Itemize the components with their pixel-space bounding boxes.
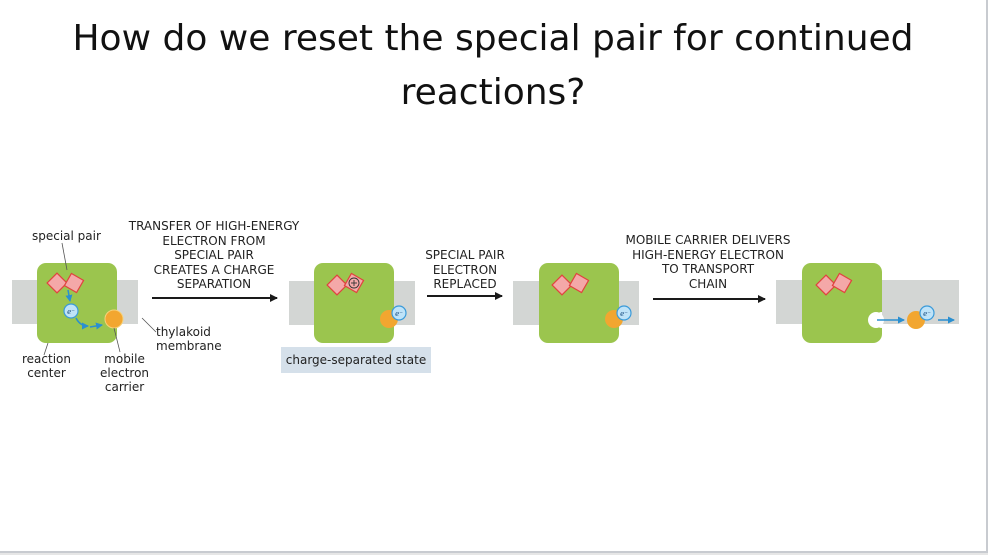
label-text: special pair bbox=[32, 229, 101, 243]
mobile-carrier-icon bbox=[104, 309, 124, 329]
label-reaction-center: reaction center bbox=[22, 352, 71, 380]
label-text: membrane bbox=[156, 339, 222, 353]
leader-mobile-carrier bbox=[113, 327, 121, 353]
electron-icon: e⁻ bbox=[919, 305, 935, 321]
caption-line: TRANSFER OF HIGH-ENERGY bbox=[128, 219, 300, 233]
step-1-caption: TRANSFER OF HIGH-ENERGY ELECTRON FROM SP… bbox=[125, 219, 303, 292]
panel-4-electron-delivered: e⁻ bbox=[776, 263, 959, 343]
electron-icon: e⁻ bbox=[616, 305, 632, 321]
title-line-2: reactions? bbox=[400, 72, 586, 113]
label-text: mobile bbox=[104, 352, 145, 366]
step-2-caption: SPECIAL PAIR ELECTRON REPLACED bbox=[418, 248, 512, 292]
special-pair-oxidized-icon bbox=[326, 272, 365, 296]
svg-text:e⁻: e⁻ bbox=[395, 310, 403, 318]
label-thylakoid-membrane: thylakoid membrane bbox=[156, 325, 222, 353]
electron-icon: e⁻ bbox=[63, 303, 79, 319]
special-pair-icon bbox=[551, 272, 590, 296]
special-pair-icon bbox=[46, 272, 85, 294]
electron-transfer-arrow bbox=[65, 289, 73, 302]
label-text: electron bbox=[100, 366, 150, 380]
electron-icon: e⁻ bbox=[391, 305, 407, 321]
panel-2-charge-separated: e⁻ bbox=[289, 263, 415, 343]
label-text: thylakoid bbox=[156, 325, 211, 339]
caption-line: SPECIAL PAIR bbox=[174, 248, 254, 262]
reaction-center-box bbox=[37, 263, 117, 343]
panel-1-reaction-center: e⁻ bbox=[12, 242, 157, 356]
caption-line: HIGH-ENERGY ELECTRON bbox=[632, 247, 784, 262]
label-special-pair: special pair bbox=[32, 229, 101, 243]
caption-line: ELECTRON bbox=[432, 262, 498, 277]
svg-text:e⁻: e⁻ bbox=[620, 310, 628, 318]
leader-thylakoid bbox=[141, 317, 157, 333]
step-3-caption: MOBILE CARRIER DELIVERS HIGH-ENERGY ELEC… bbox=[622, 233, 794, 291]
caption-line: CREATES A CHARGE bbox=[153, 262, 275, 277]
leader-reaction-center bbox=[43, 342, 49, 356]
electron-path-arrow-2 bbox=[89, 322, 103, 330]
panel-3-pair-restored: e⁻ bbox=[513, 263, 639, 343]
title-line-1: How do we reset the special pair for con… bbox=[72, 18, 914, 59]
caption-line: SEPARATION bbox=[176, 277, 252, 291]
caption-line: SPECIAL PAIR bbox=[425, 248, 505, 262]
label-mobile-electron-carrier: mobile electron carrier bbox=[100, 352, 149, 394]
label-text: reaction bbox=[22, 352, 71, 366]
caption-text: charge-separated state bbox=[285, 353, 427, 367]
caption-line: ELECTRON FROM bbox=[162, 233, 266, 248]
caption-line: TO TRANSPORT bbox=[661, 262, 755, 276]
electron-path-arrow bbox=[75, 317, 89, 330]
svg-text:e⁻: e⁻ bbox=[923, 310, 931, 318]
caption-line: REPLACED bbox=[433, 277, 497, 291]
special-pair-icon bbox=[815, 272, 853, 296]
charge-separated-state-caption: charge-separated state bbox=[281, 347, 431, 373]
caption-line: MOBILE CARRIER DELIVERS bbox=[625, 233, 791, 247]
slide-title: How do we reset the special pair for con… bbox=[0, 12, 986, 120]
leader-special-pair bbox=[61, 242, 68, 271]
empty-carrier-site-notch bbox=[868, 312, 884, 328]
label-text: center bbox=[27, 366, 66, 380]
svg-text:e⁻: e⁻ bbox=[67, 308, 75, 316]
caption-line: CHAIN bbox=[688, 276, 728, 291]
label-text: carrier bbox=[104, 380, 145, 394]
